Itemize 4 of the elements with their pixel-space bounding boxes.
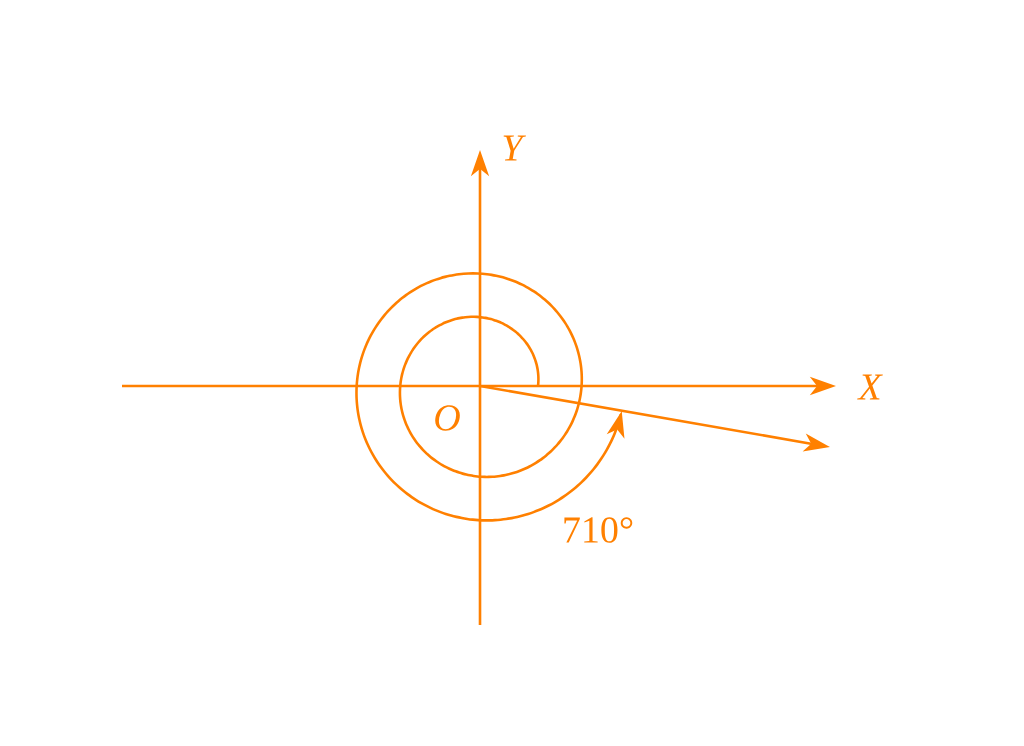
axis-label: Y — [503, 135, 526, 161]
origin-label: O — [435, 405, 460, 431]
axis-label: X — [857, 374, 883, 400]
angle-label: 710° — [564, 517, 633, 543]
